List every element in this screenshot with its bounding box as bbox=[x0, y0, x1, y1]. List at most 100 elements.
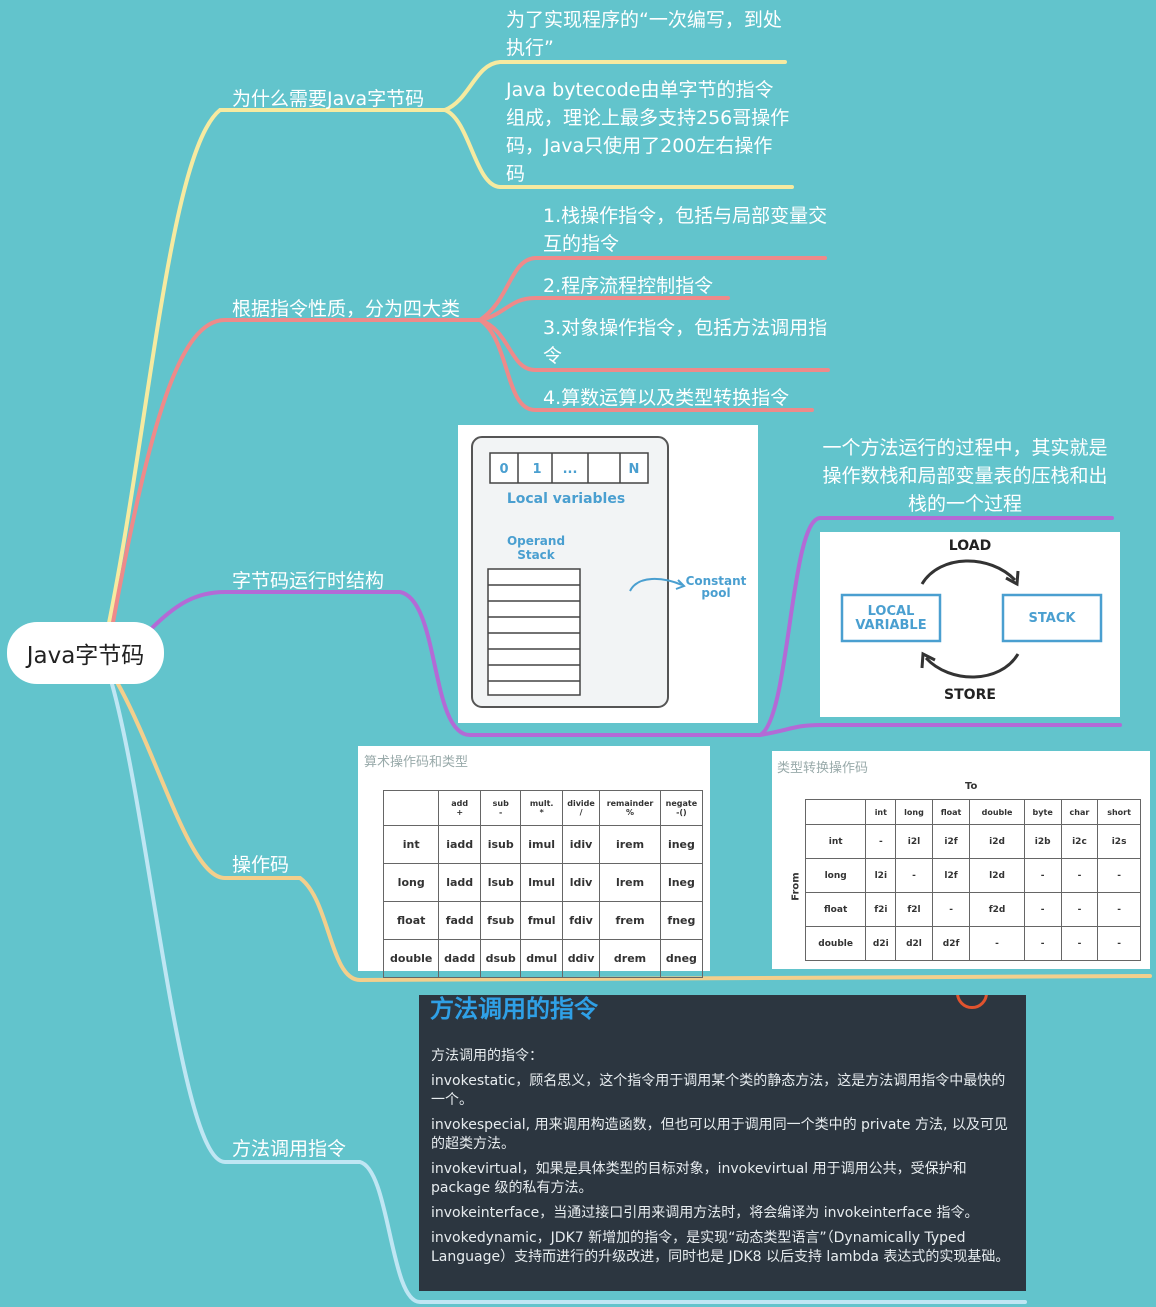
node-method-process[interactable]: 一个方法运行的过程中，其实就是操作数栈和局部变量表的压栈和出栈的一个过程 bbox=[822, 437, 1108, 515]
opcode-cell: - bbox=[1023, 926, 1062, 961]
node-write-once[interactable]: 为了实现程序的“一次编写，到处执行” bbox=[506, 9, 782, 59]
runtime-structure-image: 0 1 ... N Local variables Operand Stack … bbox=[458, 425, 758, 723]
opcode-cell: ineg bbox=[659, 825, 704, 864]
opcode-cell: - bbox=[1097, 892, 1141, 927]
invoke-paragraph: invokedynamic，JDK7 新增加的指令，是实现“动态类型语言”（Dy… bbox=[431, 1230, 1010, 1265]
arith-header-cell: mult.* bbox=[520, 790, 563, 826]
invoke-paragraph: invokeinterface，当通过接口引用来调用方法时，将会编译为 invo… bbox=[431, 1205, 979, 1221]
slot-n: N bbox=[629, 462, 640, 477]
opcode-cell: i2s bbox=[1097, 824, 1141, 859]
convert-header-cell: int bbox=[865, 799, 897, 825]
node-stack-ops[interactable]: 1.栈操作指令，包括与局部变量交互的指令 bbox=[543, 205, 828, 255]
opcode-cell: - bbox=[1023, 892, 1062, 927]
invoke-paragraph: invokestatic，顾名思义，这个指令用于调用某个类的静态方法，这是方法调… bbox=[431, 1073, 1006, 1108]
opcode-cell: fadd bbox=[438, 901, 481, 940]
opcode-cell: - bbox=[865, 824, 897, 859]
opcode-cell: - bbox=[895, 858, 933, 893]
to-label: To bbox=[965, 781, 978, 792]
row-type-cell: int bbox=[382, 825, 440, 864]
arith-caption: 算术操作码和类型 bbox=[364, 755, 469, 770]
slot-dots: ... bbox=[563, 462, 578, 477]
node-flow-control[interactable]: 2.程序流程控制指令 bbox=[543, 275, 714, 297]
arith-header-row: add+sub-mult.*divide/remainder%negate-() bbox=[382, 790, 704, 826]
opcode-cell: dsub bbox=[479, 939, 522, 978]
opcode-cell: ldiv bbox=[561, 863, 601, 902]
node-bytecode-size[interactable]: Java bytecode由单字节的指令组成，理论上最多支持256哥操作码，Ja… bbox=[506, 79, 790, 185]
opcode-cell: - bbox=[931, 892, 971, 927]
row-type-cell: double bbox=[804, 926, 867, 961]
convert-header-cell: short bbox=[1097, 799, 1141, 825]
load-store-diagram: LOAD STORE LOCAL VARIABLE STACK bbox=[840, 538, 1103, 703]
node-arith-ops[interactable]: 4.算数运算以及类型转换指令 bbox=[543, 387, 790, 409]
opcode-cell: - bbox=[1097, 858, 1141, 893]
branch-opcodes[interactable]: 操作码 bbox=[232, 854, 290, 876]
opcode-cell: i2b bbox=[1023, 824, 1062, 859]
opcode-cell: l2d bbox=[969, 858, 1025, 893]
invoke-paragraphs: 方法调用的指令： invokestatic，顾名思义，这个指令用于调用某个类的静… bbox=[431, 1047, 1016, 1273]
opcode-cell: - bbox=[1097, 926, 1141, 961]
branch-method-invoke[interactable]: 方法调用指令 bbox=[232, 1138, 347, 1160]
constant-label: Constant bbox=[686, 574, 747, 588]
opcode-cell: iadd bbox=[438, 825, 481, 864]
opcode-cell: imul bbox=[520, 825, 563, 864]
opcode-cell: lsub bbox=[479, 863, 522, 902]
local-variables-label: Local variables bbox=[507, 491, 625, 507]
opcode-cell: drem bbox=[599, 939, 661, 978]
root-node[interactable]: Java字节码 bbox=[7, 622, 164, 684]
arith-header-cell: sub- bbox=[479, 790, 522, 826]
invoke-paragraph: invokespecial, 用来调用构造函数，但也可以用于调用同一个类中的 p… bbox=[431, 1117, 1008, 1152]
convert-header-cell: char bbox=[1060, 799, 1099, 825]
slot-1: 1 bbox=[532, 462, 541, 477]
opcode-cell: - bbox=[1023, 858, 1062, 893]
opcode-cell: lrem bbox=[599, 863, 661, 902]
pool-label: pool bbox=[701, 586, 730, 600]
convert-header-cell: long bbox=[895, 799, 933, 825]
arith-table: add+sub-mult.*divide/remainder%negate-()… bbox=[382, 790, 704, 978]
invoke-paragraph: 方法调用的指令： bbox=[431, 1048, 543, 1064]
opcode-cell: l2i bbox=[865, 858, 897, 893]
arith-header-cell: negate-() bbox=[659, 790, 704, 826]
convert-caption: 类型转换操作码 bbox=[777, 761, 869, 776]
opcode-cell: d2f bbox=[931, 926, 971, 961]
slot-0: 0 bbox=[499, 462, 508, 477]
opcode-cell: - bbox=[1060, 926, 1099, 961]
opcode-cell: i2l bbox=[895, 824, 933, 859]
opcode-cell: f2i bbox=[865, 892, 897, 927]
opcode-cell: d2i bbox=[865, 926, 897, 961]
row-type-cell: double bbox=[382, 939, 440, 978]
opcode-cell: - bbox=[1060, 858, 1099, 893]
opcode-cell: lneg bbox=[659, 863, 704, 902]
opcode-cell: i2c bbox=[1060, 824, 1099, 859]
convert-header-cell: float bbox=[931, 799, 971, 825]
opcode-cell: irem bbox=[599, 825, 661, 864]
logo-icon bbox=[956, 995, 988, 1009]
stack-box-label: STACK bbox=[1029, 611, 1077, 626]
opcode-cell: fmul bbox=[520, 901, 563, 940]
row-type-cell: int bbox=[804, 824, 867, 859]
branch-runtime-structure[interactable]: 字节码运行时结构 bbox=[232, 570, 385, 592]
opcode-cell: - bbox=[1060, 892, 1099, 927]
opcode-cell: dneg bbox=[659, 939, 704, 978]
opcode-cell: dadd bbox=[438, 939, 481, 978]
branch-four-categories[interactable]: 根据指令性质，分为四大类 bbox=[232, 298, 461, 320]
invoke-panel-title: 方法调用的指令 bbox=[430, 995, 598, 1023]
branch-why-bytecode[interactable]: 为什么需要Java字节码 bbox=[232, 88, 425, 110]
opcode-cell: fsub bbox=[479, 901, 522, 940]
opcode-cell: f2d bbox=[969, 892, 1025, 927]
arith-header-cell: add+ bbox=[438, 790, 481, 826]
arith-header-cell: divide/ bbox=[561, 790, 601, 826]
opcode-cell: l2f bbox=[931, 858, 971, 893]
load-store-image: LOAD STORE LOCAL VARIABLE STACK bbox=[820, 532, 1120, 717]
convert-header-cell bbox=[804, 799, 867, 825]
local-label: LOCAL bbox=[868, 604, 915, 619]
node-object-ops[interactable]: 3.对象操作指令，包括方法调用指令 bbox=[543, 317, 828, 367]
